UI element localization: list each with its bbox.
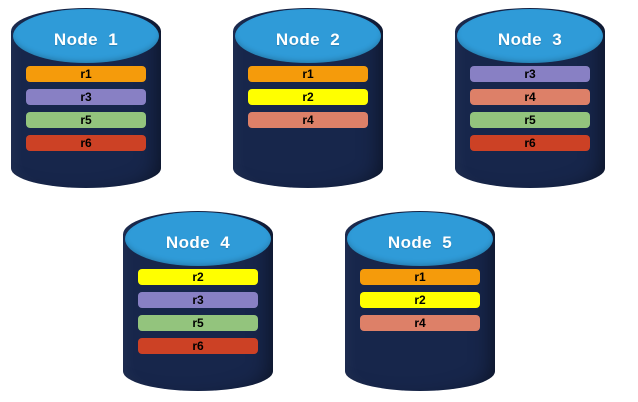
database-node[interactable]: Node 5 r1 r2 r4 <box>345 211 495 391</box>
replica-stack: r1 r2 r4 <box>233 66 383 128</box>
node-title: Node 1 <box>53 30 119 49</box>
replica-stack: r1 r3 r5 r6 <box>11 66 161 151</box>
replica-bar[interactable]: r3 <box>26 89 146 105</box>
node-title: Node 4 <box>165 233 231 252</box>
replica-bar[interactable]: r2 <box>360 292 480 308</box>
replica-bar[interactable]: r4 <box>360 315 480 331</box>
node-title: Node 5 <box>387 233 453 252</box>
replica-bar[interactable]: r6 <box>138 338 258 354</box>
replica-bar[interactable]: r3 <box>470 66 590 82</box>
replica-bar[interactable]: r6 <box>470 135 590 151</box>
cylinder-top-cap <box>125 212 271 266</box>
replica-stack: r2 r3 r5 r6 <box>123 269 273 354</box>
node-title: Node 3 <box>497 30 563 49</box>
database-node[interactable]: Node 4 r2 r3 r5 r6 <box>123 211 273 391</box>
replica-stack: r3 r4 r5 r6 <box>455 66 605 151</box>
replica-bar[interactable]: r5 <box>26 112 146 128</box>
replica-bar[interactable]: r4 <box>470 89 590 105</box>
replica-bar[interactable]: r6 <box>26 135 146 151</box>
replica-bar[interactable]: r2 <box>248 89 368 105</box>
node-title: Node 2 <box>275 30 341 49</box>
replica-bar[interactable]: r3 <box>138 292 258 308</box>
replica-bar[interactable]: r2 <box>138 269 258 285</box>
replica-bar[interactable]: r4 <box>248 112 368 128</box>
cylinder-top-cap <box>347 212 493 266</box>
cylinder-top-cap <box>235 9 381 63</box>
database-node[interactable]: Node 1 r1 r3 r5 r6 <box>11 8 161 188</box>
replica-bar[interactable]: r5 <box>138 315 258 331</box>
database-node[interactable]: Node 2 r1 r2 r4 <box>233 8 383 188</box>
replica-bar[interactable]: r5 <box>470 112 590 128</box>
cylinder-top-cap <box>457 9 603 63</box>
replica-stack: r1 r2 r4 <box>345 269 495 331</box>
cylinder-top-cap <box>13 9 159 63</box>
replica-bar[interactable]: r1 <box>26 66 146 82</box>
replica-bar[interactable]: r1 <box>248 66 368 82</box>
database-node[interactable]: Node 3 r3 r4 r5 r6 <box>455 8 605 188</box>
replica-bar[interactable]: r1 <box>360 269 480 285</box>
